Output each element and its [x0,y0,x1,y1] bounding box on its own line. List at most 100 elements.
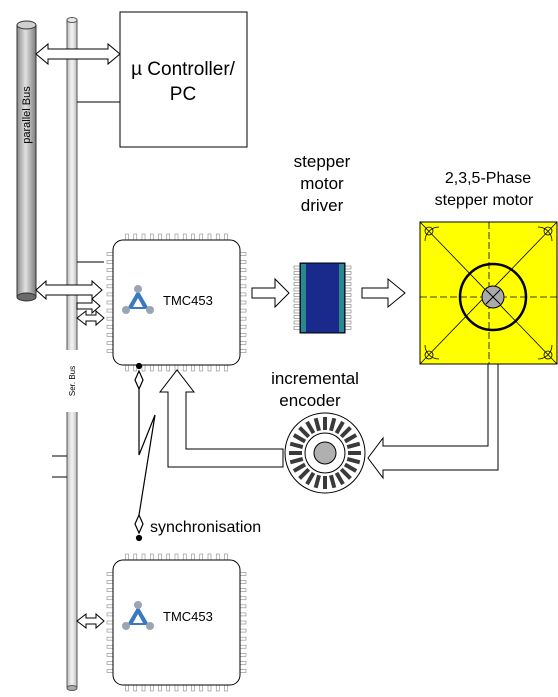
chip-pin [239,260,247,264]
chip-pin [106,580,114,584]
chip-pin [133,684,138,692]
driver-label-line3: driver [301,196,344,215]
chip-pin [293,276,301,281]
chip-pin [293,320,301,325]
chip-pin [149,233,154,241]
chip-pin [293,309,301,314]
chip-pin [133,553,138,561]
chip-pin [106,644,114,649]
encoder-slot [292,433,307,444]
chip-pin [239,669,247,673]
chip-to-driver-arrow [251,277,290,309]
chip-pin [182,684,187,692]
stepper-motor [419,221,558,365]
chip-bottom-logo [122,601,154,630]
chip-pin [293,326,301,330]
encoder-label-line1: incremental [271,369,359,388]
chip-pin [344,271,352,275]
encoder-slot [305,420,316,435]
chip-pin [239,644,247,649]
encoder-slot [334,420,345,435]
chip-pin [106,260,114,264]
chip-pin [106,252,114,256]
feedback-arrow-encoder-to-chip [158,369,284,468]
chip-pin [293,265,301,270]
chip-pin [158,233,162,241]
chip-pin [106,661,114,665]
chip-top-label: TMC453 [163,293,213,308]
encoder-slot [289,457,304,465]
chip-pin [239,284,247,289]
encoder-slot [334,471,345,486]
encoder-slot [298,467,311,480]
chip-pin [106,636,114,641]
chip-pin [125,364,129,372]
chip-bottom: TMC453 [106,553,247,692]
chip-pin [199,684,204,692]
chip-pin [293,304,301,308]
chip-bottom-bus-arrow [76,612,105,630]
chip-pin [224,364,228,372]
chip-pin [106,596,114,601]
driver-to-motor-arrow [361,277,406,309]
chip-pin [174,684,179,692]
chip-pin [239,661,247,665]
chip-pin [158,684,162,692]
chip-pin [239,300,247,305]
serial-bus: Ser. Bus [66,17,78,691]
chip-pin [149,684,154,692]
encoder-slot [329,474,337,489]
chip-pin [293,282,301,286]
chip-pin [106,620,114,625]
chip-pin [239,341,247,345]
chip-pin [141,684,146,692]
sync-label: synchronisation [150,519,261,536]
chip-pin [106,284,114,289]
chip-pin [174,553,179,561]
chip-pin [239,333,247,337]
chip-pin [191,364,195,372]
chip-pin [106,572,114,576]
chip-pin [239,349,247,353]
chip-pin [199,553,204,561]
parallel-bus-label: parallel Bus [21,86,33,144]
encoder-slot [343,433,358,444]
chip-top-logo [122,285,154,314]
chip-pin [106,669,114,673]
chip-pin [215,553,220,561]
driver-label-line2: motor [300,174,344,193]
chip-pin [239,620,247,625]
encoder-slot [339,426,352,439]
chip-pin [141,364,146,372]
chip-pin [239,653,247,657]
chip-pin [182,364,187,372]
chip-pin [239,292,247,297]
chip-pin [344,298,352,303]
parallel-bus: parallel Bus [16,20,37,302]
chip-pin [106,588,114,592]
chip-pin [239,604,247,609]
encoder-slot [343,462,358,473]
chip-top-bus-arrows [35,279,105,327]
controller-bus-arrow [35,42,121,66]
chip-pin [106,300,114,305]
chip-pin [293,271,301,275]
chip-pin [125,684,129,692]
chip-pin [106,333,114,337]
encoder-slot [305,471,316,486]
serial-bus-label: Ser. Bus [68,366,77,396]
chip-pin [239,636,247,641]
chip-pin [293,287,301,292]
chip-pin [149,364,154,372]
chip-pin [106,628,114,633]
motor-label-line2: stepper motor [435,192,534,209]
chip-pin [239,612,247,617]
chip-pin [239,276,247,281]
controller-box: µ Controller/ PC [119,11,248,148]
chip-pin [215,233,220,241]
encoder-slot [339,467,352,480]
encoder-label-line2: encoder [279,391,341,410]
chip-pin [344,293,352,297]
chip-pin [239,588,247,592]
